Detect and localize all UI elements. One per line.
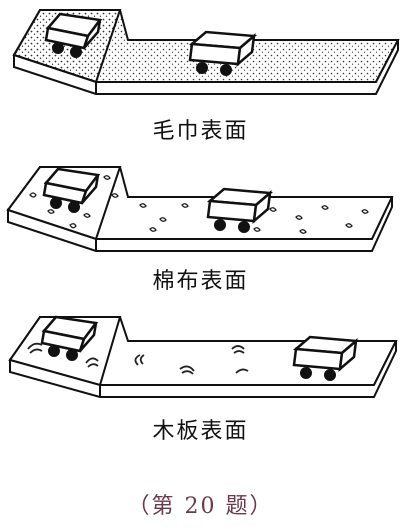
cart-on-ramp — [44, 12, 103, 58]
cotton-ramp-board-drawing — [6, 166, 394, 252]
cotton-texture — [29, 175, 369, 234]
cotton-caption: 棉布表面 — [152, 269, 249, 294]
towel-surface-figure — [0, 0, 401, 110]
wood-ramp-board-drawing — [8, 315, 398, 398]
cotton-surface-figure — [0, 155, 401, 265]
wood-surface-figure — [0, 305, 401, 415]
cart-on-ramp — [40, 315, 99, 361]
board-edge — [7, 196, 393, 252]
problem-number-label: （第 20 题） — [127, 494, 274, 519]
cart-on-board — [188, 30, 258, 76]
cart-on-ramp — [42, 167, 101, 213]
towel-ramp-board-drawing — [12, 9, 400, 95]
cart-on-board — [206, 187, 274, 233]
board-edge — [9, 340, 397, 398]
towel-caption: 毛巾表面 — [152, 119, 249, 144]
board-edge — [13, 39, 399, 95]
wood-grain-texture — [27, 342, 249, 375]
cart-on-board — [292, 335, 360, 381]
wood-caption: 木板表面 — [152, 419, 249, 444]
